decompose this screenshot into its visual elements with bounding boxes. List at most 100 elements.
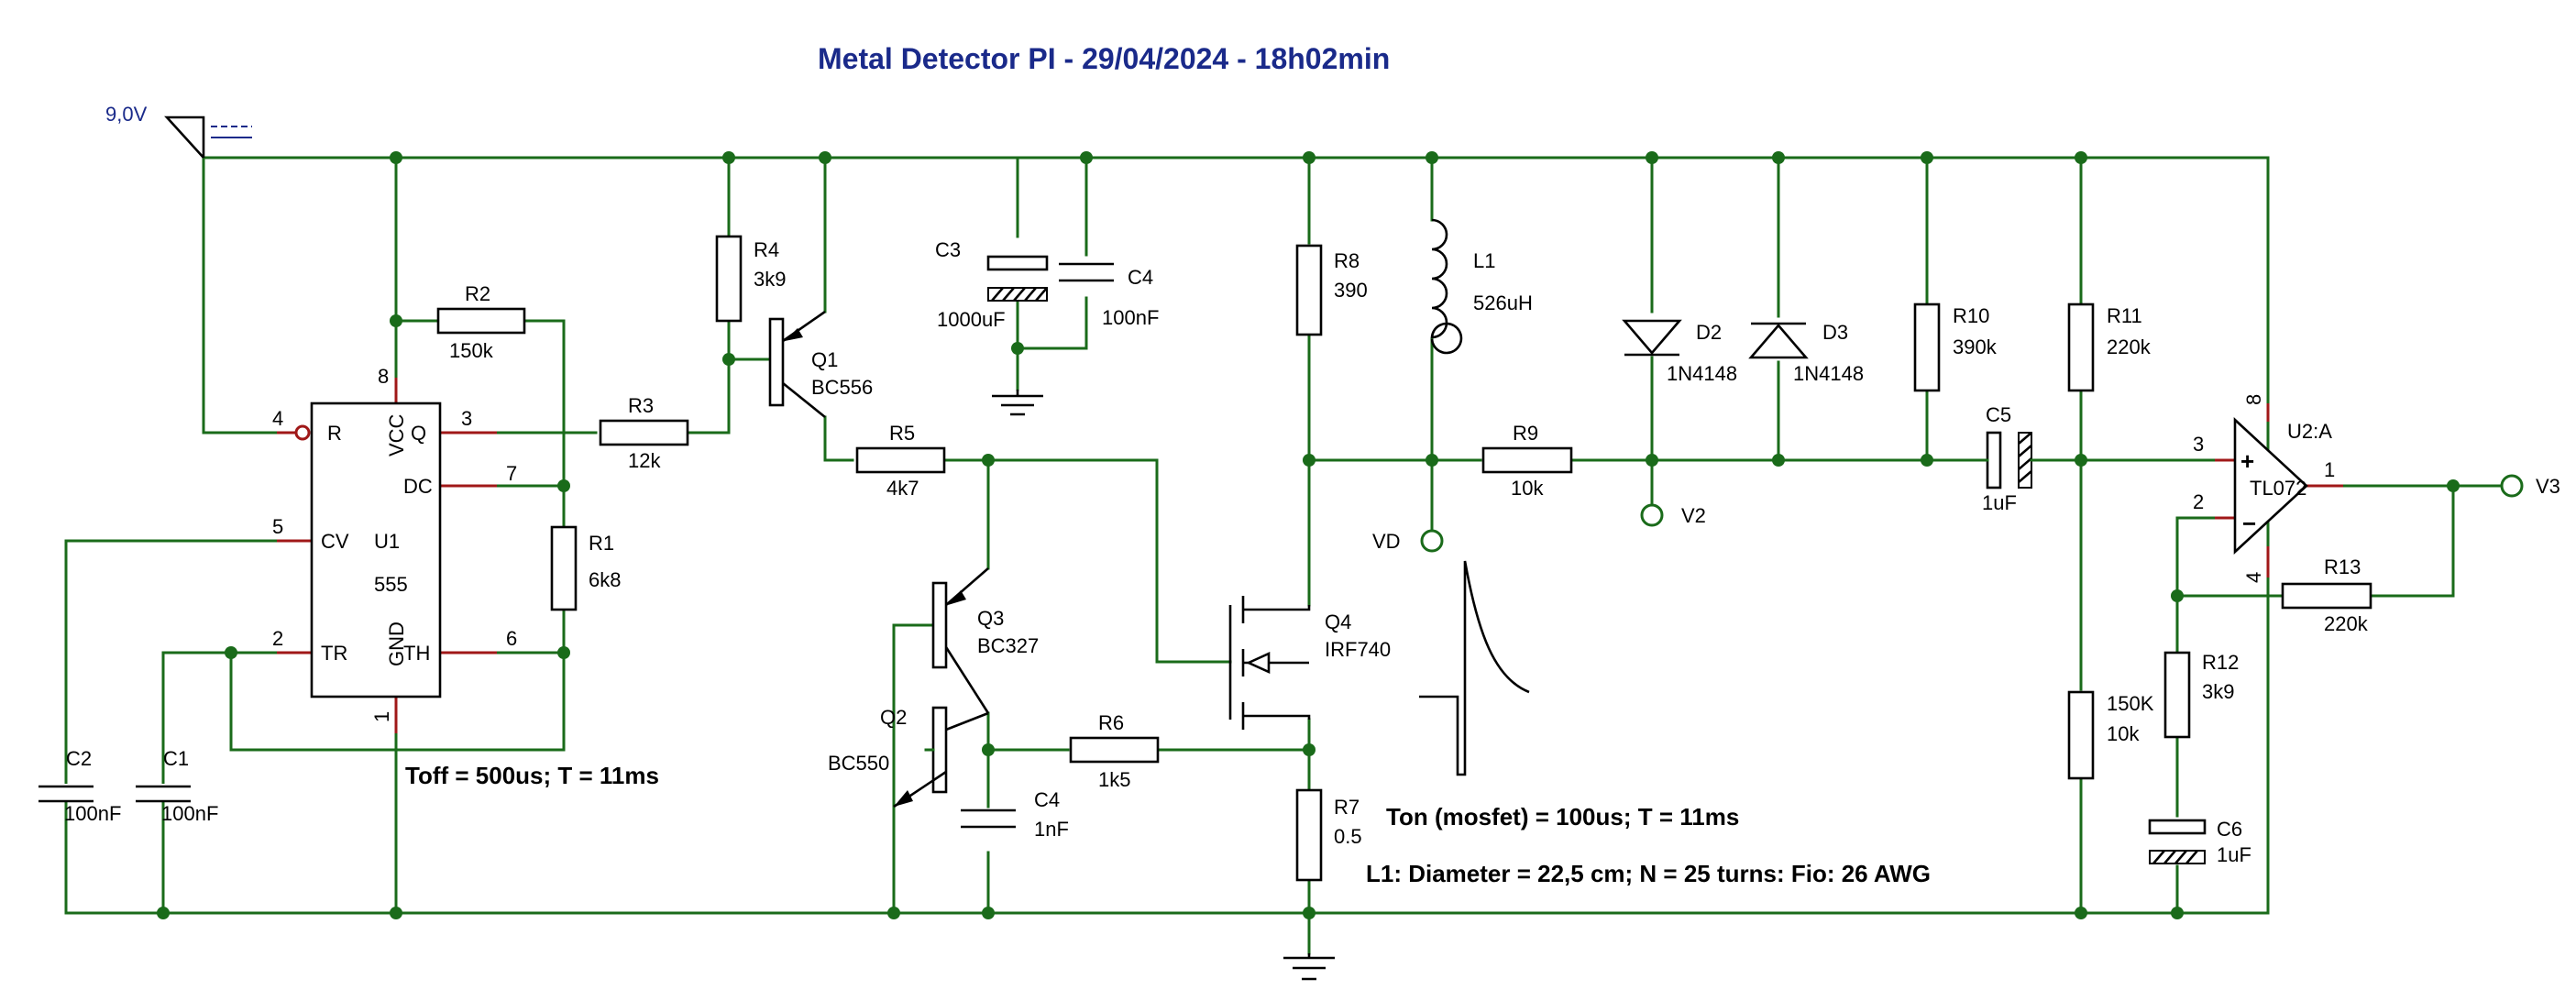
probe-v3-label: V3 xyxy=(2536,475,2560,498)
r13-value: 220k xyxy=(2324,612,2369,635)
supply-terminal: 9,0V xyxy=(105,103,252,159)
r4-value: 3k9 xyxy=(754,268,786,291)
q3-value: BC327 xyxy=(977,634,1039,657)
u1-pin-th-label: TH xyxy=(403,642,430,665)
u1-pin-6-number: 6 xyxy=(506,627,517,650)
r10-ref: R10 xyxy=(1953,304,1989,327)
resistor-r14: 150K 10k xyxy=(2067,690,2154,780)
transistor-q3: Q3 BC327 xyxy=(931,567,1039,714)
capacitor-c6: C6 1uF xyxy=(2148,818,2251,866)
r10-value: 390k xyxy=(1953,336,1998,358)
r12-ref: R12 xyxy=(2202,651,2239,674)
inductor-l1: L1 526uH xyxy=(1430,218,1533,355)
probe-vd-label: VD xyxy=(1372,530,1401,553)
r5-ref: R5 xyxy=(889,422,915,445)
schematic-title: Metal Detector PI - 29/04/2024 - 18h02mi… xyxy=(818,42,1390,75)
c6-ref: C6 xyxy=(2217,818,2242,841)
wires xyxy=(64,156,2504,955)
r2-ref: R2 xyxy=(465,282,490,305)
u1-pin-5-number: 5 xyxy=(272,515,283,538)
capacitor-c2: C2 100nF xyxy=(37,747,121,825)
u1-pin-tr-label: TR xyxy=(321,642,347,665)
q2-value: BC550 xyxy=(828,752,889,775)
waveform-sketch xyxy=(1419,560,1530,776)
l1-value: 526uH xyxy=(1473,292,1533,314)
u2-pin-8-number: 8 xyxy=(2242,394,2265,405)
opamp-u2: + − U2:A TL072 3 2 1 8 4 xyxy=(2193,394,2335,583)
u1-timer: R DC Q CV TR TH VCC GND U1 555 4 8 3 7 5… xyxy=(272,365,517,722)
u2-pin-2-number: 2 xyxy=(2193,490,2204,513)
u1-pin-vcc-label: VCC xyxy=(385,413,408,456)
diode-d3: D3 1N4148 xyxy=(1748,321,1864,385)
r2-value: 150k xyxy=(449,339,494,362)
resistor-r3: R3 12k xyxy=(599,394,689,472)
r1-ref: R1 xyxy=(589,532,614,555)
u1-pin-cv-label: CV xyxy=(321,530,349,553)
u1-pin-4-number: 4 xyxy=(272,407,283,430)
u1-pin-q-label: Q xyxy=(411,422,426,445)
r12-value: 3k9 xyxy=(2202,680,2234,703)
capacitor-c4-1nf: C4 1nF xyxy=(959,788,1069,841)
r5-value: 4k7 xyxy=(886,477,919,500)
u1-pin-r-label: R xyxy=(327,422,342,445)
r13-ref: R13 xyxy=(2324,556,2361,578)
r4-ref: R4 xyxy=(754,238,779,261)
u1-pin-3-number: 3 xyxy=(461,407,472,430)
q4-ref: Q4 xyxy=(1325,610,1351,633)
r8-value: 390 xyxy=(1334,279,1368,302)
u2-minus-sign: − xyxy=(2242,510,2256,537)
capacitor-c1: C1 100nF xyxy=(134,747,218,825)
resistor-r4: R4 3k9 xyxy=(715,235,786,323)
c3-value: 1000uF xyxy=(937,308,1006,331)
probe-v3: V3 xyxy=(2500,474,2560,498)
supply-label: 9,0V xyxy=(105,103,148,126)
c6-value: 1uF xyxy=(2217,843,2251,866)
probe-v2-label: V2 xyxy=(1681,504,1706,527)
c2-ref: C2 xyxy=(66,747,92,770)
c4a-ref: C4 xyxy=(1128,266,1153,289)
d2-value: 1N4148 xyxy=(1667,362,1737,385)
u1-pin-gnd-label: GND xyxy=(385,622,408,666)
resistor-r6: R6 1k5 xyxy=(1069,711,1160,791)
u2-pin-4-number: 4 xyxy=(2242,572,2265,583)
probe-vd: VD xyxy=(1372,529,1444,553)
u1-pin-8-number: 8 xyxy=(378,365,389,388)
q1-ref: Q1 xyxy=(811,348,838,371)
r7-value: 0.5 xyxy=(1334,825,1362,848)
r3-value: 12k xyxy=(628,449,661,472)
note-timer-timing: Toff = 500us; T = 11ms xyxy=(405,762,659,789)
q3-ref: Q3 xyxy=(977,607,1004,630)
resistor-r8: R8 390 xyxy=(1295,244,1368,336)
resistor-r2: R2 150k xyxy=(436,282,526,362)
resistor-r13: R13 220k xyxy=(2281,556,2372,635)
ground-symbol-c3 xyxy=(992,390,1043,416)
resistor-r11: R11 220k xyxy=(2067,302,2152,392)
resistor-r5: R5 4k7 xyxy=(855,422,946,500)
r7-ref: R7 xyxy=(1334,796,1360,819)
u2-plus-sign: + xyxy=(2240,447,2254,475)
capacitor-c3: C3 1000uF xyxy=(935,238,1049,331)
u1-pin-7-number: 7 xyxy=(506,462,517,485)
q1-value: BC556 xyxy=(811,376,873,399)
pin-stubs xyxy=(277,378,2343,733)
junctions xyxy=(157,151,2460,919)
u2-part: TL072 xyxy=(2250,477,2306,500)
c3-ref: C3 xyxy=(935,238,961,261)
u2-pin-3-number: 3 xyxy=(2193,433,2204,456)
transistor-q4: Q4 IRF740 xyxy=(1228,596,1391,730)
r11-ref: R11 xyxy=(2107,304,2142,327)
u1-pin-2-number: 2 xyxy=(272,627,283,650)
note-mosfet-timing: Ton (mosfet) = 100us; T = 11ms xyxy=(1386,803,1739,830)
r6-ref: R6 xyxy=(1098,711,1124,734)
c5-ref: C5 xyxy=(1986,403,2011,426)
q4-value: IRF740 xyxy=(1325,638,1391,661)
u2-pin-1-number: 1 xyxy=(2324,458,2335,481)
resistor-r7: R7 0.5 xyxy=(1295,788,1362,882)
r14-ref: 150K xyxy=(2107,692,2154,715)
probe-v2: V2 xyxy=(1640,502,1706,527)
transistor-q1: Q1 BC556 xyxy=(768,310,873,419)
u1-part: 555 xyxy=(374,573,408,596)
u1-pin-1-number: 1 xyxy=(370,711,393,722)
q2-ref: Q2 xyxy=(880,706,907,729)
c4b-ref: C4 xyxy=(1034,788,1060,811)
